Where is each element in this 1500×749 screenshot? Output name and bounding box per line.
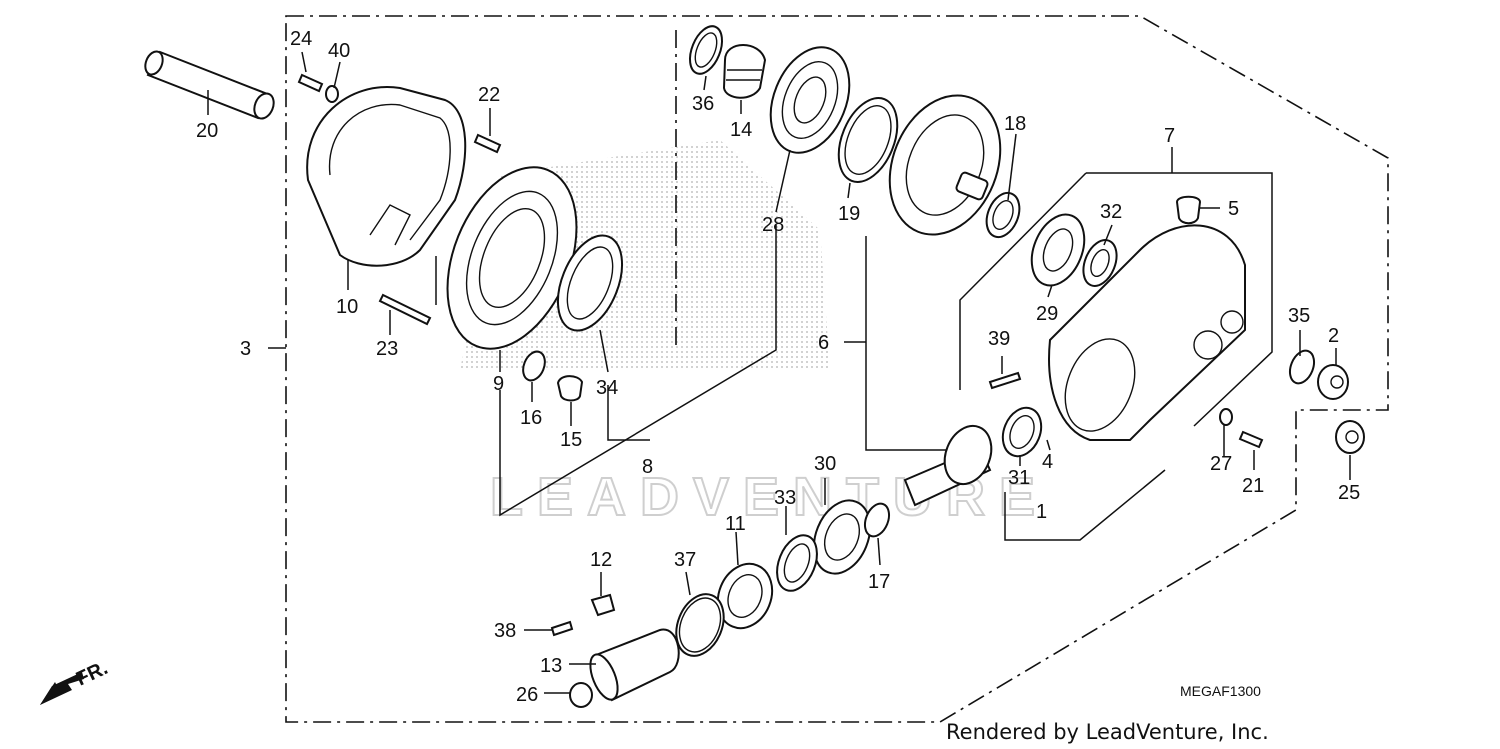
- callout-9: 9: [493, 373, 504, 395]
- part-bolt-38: [550, 620, 574, 637]
- callout-16: 16: [520, 407, 542, 429]
- part-washer-40: [325, 85, 339, 103]
- callout-18: 18: [1004, 113, 1026, 135]
- part-cap: [1175, 195, 1202, 225]
- part-nut-26: [569, 682, 593, 708]
- group-brackets: [435, 172, 1273, 541]
- callout-4: 4: [1042, 451, 1053, 473]
- callout-39: 39: [988, 328, 1010, 350]
- part-seal: [556, 234, 624, 332]
- part-nut-25: [1335, 420, 1365, 454]
- callout-6: 6: [818, 332, 829, 354]
- part-bolt-39: [988, 371, 1022, 390]
- front-arrow: FR.: [40, 657, 111, 705]
- callout-3: 3: [240, 338, 251, 360]
- callout-2: 2: [1328, 325, 1339, 347]
- leader-lines: [207, 51, 1351, 694]
- part-bolt-23: [378, 293, 432, 326]
- callout-25: 25: [1338, 482, 1360, 504]
- part-nut-2: [1317, 364, 1349, 400]
- callout-17: 17: [868, 571, 890, 593]
- part-boot: [722, 44, 767, 99]
- part-circlip: [837, 97, 899, 183]
- callout-10: 10: [336, 296, 358, 318]
- callout-19: 19: [838, 203, 860, 225]
- footer-credit: Rendered by LeadVenture, Inc.: [946, 720, 1269, 744]
- part-o-ring: [688, 25, 724, 75]
- part-gear-11: [716, 562, 774, 630]
- callout-15: 15: [560, 429, 582, 451]
- part-seal-32: [1082, 239, 1118, 287]
- part-brake-shoe: [306, 86, 467, 267]
- part-needle-bearing: [1001, 406, 1043, 458]
- callout-labels: 1 2 3 4 5 6 7 8 9 10 11 12 13 14 15 16 1…: [196, 28, 1360, 706]
- part-plug-15: [556, 375, 584, 402]
- callout-20: 20: [196, 120, 218, 142]
- part-gear-case: [1048, 224, 1246, 441]
- diagram-code: MEGAF1300: [1180, 683, 1261, 699]
- part-cover-plate: [446, 166, 578, 350]
- callout-23: 23: [376, 338, 398, 360]
- callout-28: 28: [762, 214, 784, 236]
- callout-13: 13: [540, 655, 562, 677]
- part-washer-27: [1219, 408, 1233, 426]
- callout-1: 1: [1036, 501, 1047, 523]
- part-shim: [985, 191, 1021, 239]
- part-o-ring-37: [675, 593, 725, 657]
- part-pipe: [144, 50, 275, 120]
- part-bolt-21: [1238, 430, 1264, 449]
- callout-11: 11: [725, 513, 746, 535]
- part-bolt-24: [297, 73, 324, 93]
- part-ring-gear: [888, 94, 1002, 236]
- callout-12: 12: [590, 549, 612, 571]
- callout-24: 24: [290, 28, 312, 50]
- callout-21: 21: [1242, 475, 1264, 497]
- callout-37: 37: [674, 549, 696, 571]
- part-bolt-22: [473, 133, 502, 154]
- callout-35: 35: [1288, 305, 1310, 327]
- part-washer-35: [1288, 349, 1316, 385]
- callout-34: 34: [596, 377, 618, 399]
- callout-38: 38: [494, 620, 516, 642]
- part-bearing-29: [1030, 213, 1086, 287]
- callout-31: 31: [1008, 467, 1030, 489]
- callout-8: 8: [642, 456, 653, 478]
- callout-29: 29: [1036, 303, 1058, 325]
- callout-5: 5: [1228, 198, 1239, 220]
- callout-32: 32: [1100, 201, 1122, 223]
- callout-26: 26: [516, 684, 538, 706]
- callout-14: 14: [730, 119, 752, 141]
- callout-36: 36: [692, 93, 714, 115]
- callout-33: 33: [774, 487, 796, 509]
- callout-7: 7: [1164, 125, 1175, 147]
- assembly-boundary: [285, 15, 1389, 723]
- callout-27: 27: [1210, 453, 1232, 475]
- callout-40: 40: [328, 40, 350, 62]
- part-bearing-30: [813, 499, 871, 575]
- front-label: FR.: [73, 657, 111, 691]
- callout-30: 30: [814, 453, 836, 475]
- part-pinion-gear: [903, 424, 993, 507]
- part-stopper-12: [590, 593, 616, 617]
- callout-22: 22: [478, 84, 500, 106]
- part-coupler-13: [589, 628, 680, 702]
- part-spacer-33: [776, 534, 818, 592]
- part-ring-17: [863, 502, 891, 538]
- part-washer-16: [522, 350, 546, 382]
